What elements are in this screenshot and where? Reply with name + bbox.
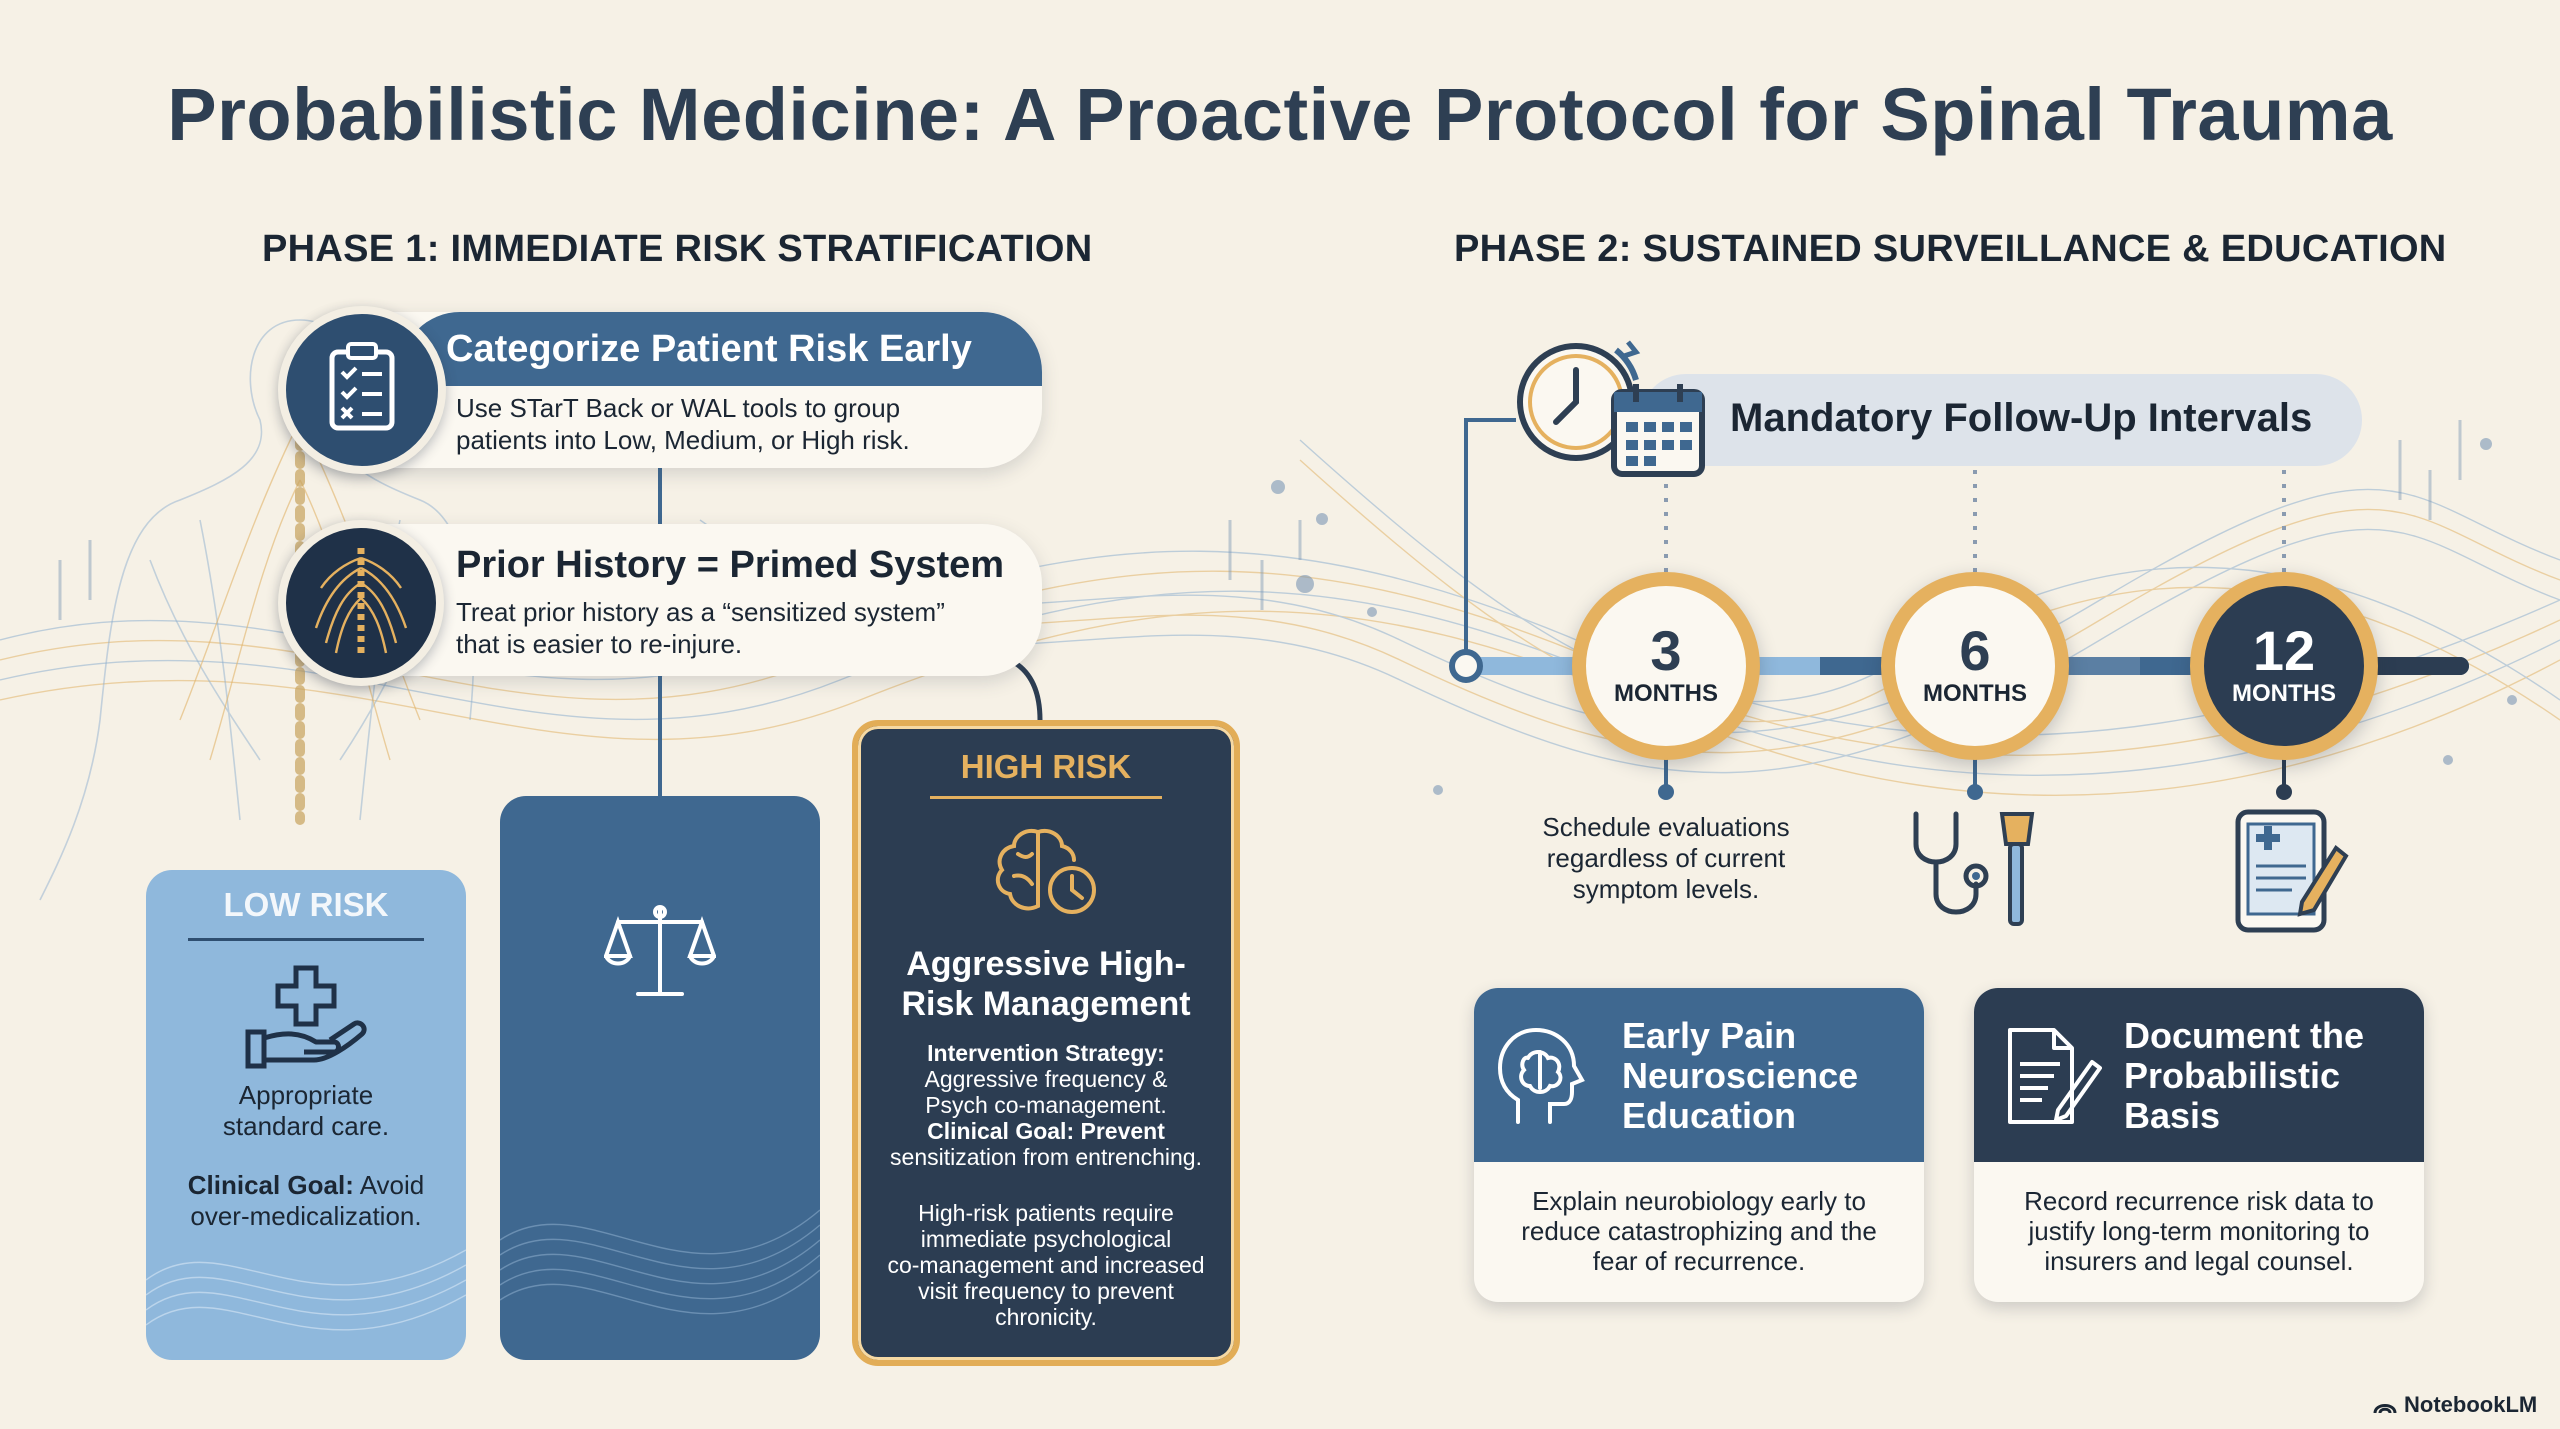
high-risk-note-4: visit frequency to prevent	[918, 1278, 1174, 1304]
document-pen-icon	[2002, 1026, 2102, 1131]
high-risk-goal-text: sensitization from entrenching.	[890, 1144, 1202, 1170]
phase-1-title: PHASE 1: IMMEDIATE RISK STRATIFICATION	[262, 228, 1093, 270]
education-title-3: Education	[1622, 1095, 1797, 1136]
document-title-3: Basis	[2124, 1095, 2221, 1136]
medium-risk-waves	[500, 1209, 820, 1315]
high-risk-panel: HIGH RISK Aggressive High- Risk Manageme…	[852, 720, 1240, 1366]
prior-history-text-2: that is easier to re-injure.	[456, 629, 743, 659]
high-risk-heading-2: Risk Management	[901, 985, 1191, 1023]
interval-3-unit: MONTHS	[1614, 680, 1718, 707]
clipboard-checklist-icon	[278, 306, 446, 474]
notebooklm-logo-icon	[2373, 1404, 2397, 1414]
low-risk-waves	[146, 1249, 466, 1331]
interval-12-months: 12 MONTHS	[2190, 572, 2378, 760]
medium-risk-panel	[500, 796, 820, 1360]
education-body-3: fear of recurrence.	[1592, 1246, 1806, 1276]
interval-3-months: 3 MONTHS	[1572, 572, 1760, 760]
low-risk-panel: LOW RISK Appropriate standard care. Clin…	[146, 870, 466, 1360]
prior-history-text-1: Treat prior history as a “sensitized sys…	[456, 597, 945, 627]
spine-nerves-icon	[278, 520, 444, 686]
prior-history-title: Prior History = Primed System	[456, 544, 1005, 586]
brain-clock-icon	[990, 824, 1102, 925]
high-risk-note-3: co-management and increased	[887, 1252, 1205, 1278]
brand-name: NotebookLM	[2404, 1392, 2538, 1417]
low-risk-label: LOW RISK	[223, 886, 389, 923]
high-risk-heading-1: Aggressive High-	[906, 945, 1186, 983]
document-title-1: Document the	[2124, 1015, 2365, 1056]
schedule-text-3: symptom levels.	[1572, 874, 1760, 904]
document-title-2: Probabilistic	[2124, 1055, 2341, 1096]
education-body-2: reduce catastrophizing and the	[1521, 1216, 1877, 1246]
high-risk-note-1: High-risk patients require	[918, 1200, 1174, 1226]
followup-title: Mandatory Follow-Up Intervals	[1730, 396, 2313, 440]
low-risk-goal-text-2: over-medicalization.	[190, 1201, 422, 1231]
document-body-1: Record recurrence risk data to	[2024, 1186, 2374, 1216]
balance-scale-icon	[603, 898, 717, 1007]
low-risk-goal-label: Clinical Goal:	[187, 1170, 354, 1200]
high-risk-strategy-2: Psych co-management.	[925, 1092, 1167, 1118]
high-risk-strategy-label: Intervention Strategy:	[927, 1040, 1165, 1066]
phase-2-title: PHASE 2: SUSTAINED SURVEILLANCE & EDUCAT…	[1454, 228, 2447, 270]
calendar-icon	[1608, 380, 1708, 485]
low-risk-goal-text-1: Avoid	[359, 1170, 425, 1200]
high-risk-goal-label: Clinical Goal: Prevent	[927, 1118, 1165, 1144]
interval-6-unit: MONTHS	[1923, 680, 2027, 707]
interval-12-number: 12	[2252, 619, 2316, 682]
low-risk-text-1: Appropriate	[238, 1080, 374, 1110]
schedule-text-1: Schedule evaluations	[1542, 812, 1790, 842]
education-card-head	[1474, 988, 1924, 1162]
interval-6-number: 6	[1959, 619, 1991, 682]
interval-6-months: 6 MONTHS	[1881, 572, 2069, 760]
high-risk-strategy-1: Aggressive frequency &	[924, 1066, 1168, 1092]
high-risk-note-5: chronicity.	[995, 1304, 1097, 1330]
hand-medical-cross-icon	[242, 960, 370, 1075]
page-title: Probabilistic Medicine: A Proactive Prot…	[167, 73, 2393, 156]
categorize-risk-text-2: patients into Low, Medium, or High risk.	[456, 425, 910, 455]
stethoscope-reflex-hammer-icon	[1906, 804, 2046, 939]
education-body-1: Explain neurobiology early to	[1532, 1186, 1866, 1216]
document-body-3: insurers and legal counsel.	[2044, 1246, 2354, 1276]
education-title-2: Neuroscience	[1622, 1055, 1859, 1096]
head-brain-icon	[1497, 1026, 1598, 1131]
document-card: Document the Probabilistic Basis Record …	[1974, 988, 2424, 1302]
high-risk-note-2: immediate psychological	[920, 1226, 1172, 1252]
high-risk-label: HIGH RISK	[960, 748, 1132, 785]
categorize-risk-title: Categorize Patient Risk Early	[400, 312, 1042, 386]
interval-12-unit: MONTHS	[2232, 680, 2336, 707]
education-title-1: Early Pain	[1622, 1015, 1797, 1056]
education-card: Early Pain Neuroscience Education Explai…	[1474, 988, 1924, 1302]
followup-pill: Mandatory Follow-Up Intervals	[1640, 374, 2362, 466]
categorize-risk-text-1: Use STarT Back or WAL tools to group	[456, 393, 901, 423]
tablet-medical-record-icon	[2232, 806, 2352, 941]
document-body-2: justify long-term monitoring to	[2028, 1216, 2370, 1246]
low-risk-divider	[188, 938, 424, 941]
interval-3-number: 3	[1650, 619, 1682, 682]
schedule-text-2: regardless of current	[1546, 843, 1786, 873]
brand-mark: NotebookLM	[2372, 1392, 2537, 1418]
low-risk-text-2: standard care.	[222, 1111, 390, 1141]
high-risk-divider	[930, 796, 1162, 799]
